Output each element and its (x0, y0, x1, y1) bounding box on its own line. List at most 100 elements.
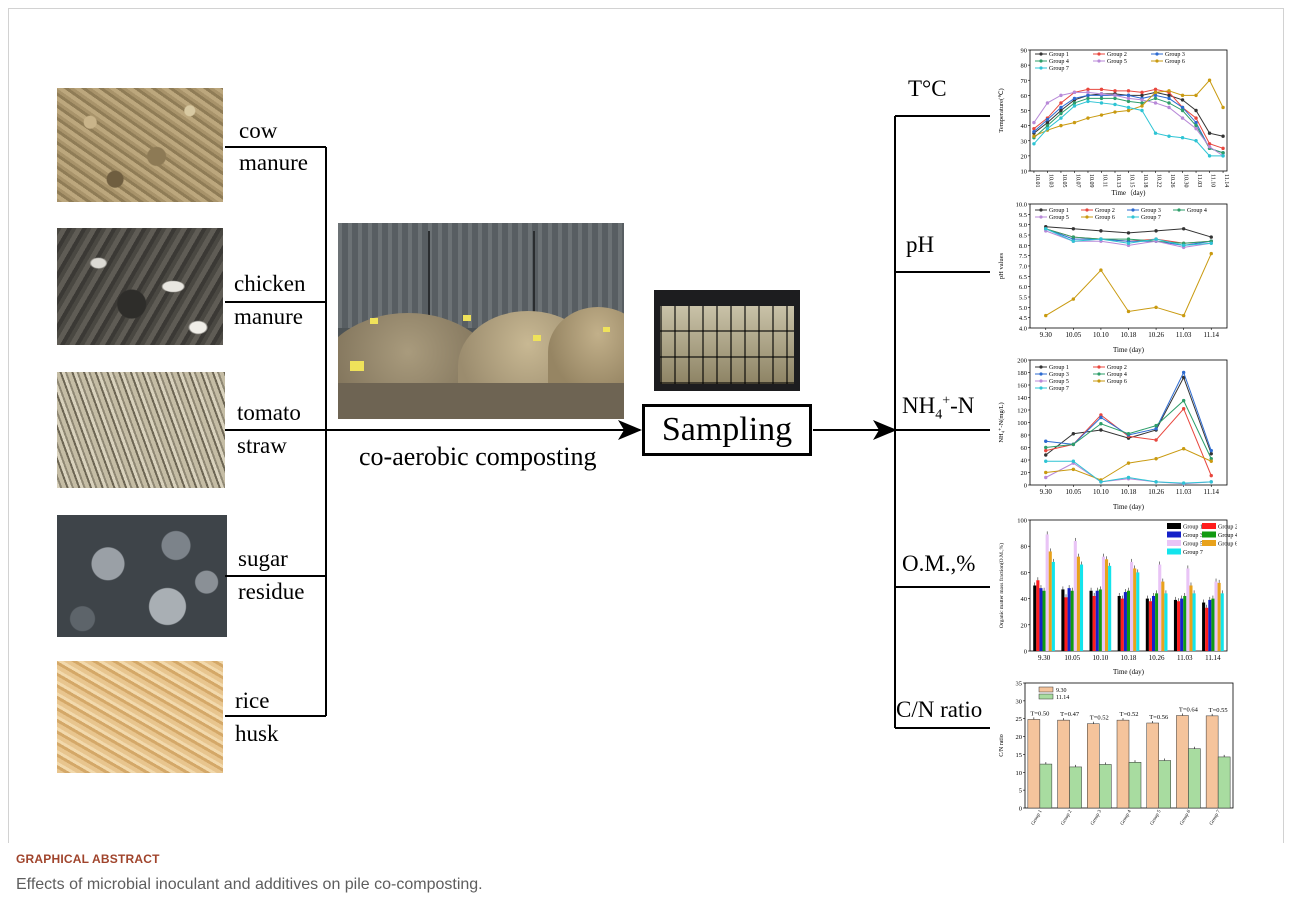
x-tick-label: 10.13 (1115, 174, 1121, 188)
data-point (1126, 93, 1131, 98)
y-tick-label: 10 (1021, 169, 1028, 176)
data-point (1194, 116, 1198, 120)
param-organic-matter: O.M.,% (902, 551, 976, 576)
x-tick-label: 11.03 (1177, 654, 1193, 662)
legend-swatch (1202, 523, 1216, 529)
data-point (1086, 99, 1090, 104)
y-tick-label: 80 (1021, 544, 1028, 551)
y-tick-label: 0 (1024, 483, 1027, 490)
bar (1146, 722, 1159, 809)
legend-swatch (1167, 540, 1181, 546)
legend-label: 9.30 (1056, 688, 1067, 694)
material-label-tomato: tomato (237, 400, 301, 425)
data-point (1180, 108, 1185, 113)
x-tick-label: 10.01 (1034, 174, 1040, 188)
data-point (1194, 123, 1198, 128)
data-point (1194, 93, 1198, 98)
bar (1073, 540, 1077, 651)
data-point (1209, 452, 1213, 456)
legend-label: Group 7 (1049, 66, 1069, 72)
y-axis-label: NH₄⁺-N(mg/L) (998, 402, 1005, 442)
x-tick-label: 10.18 (1121, 331, 1137, 339)
data-point (1059, 123, 1063, 128)
y-tick-label: 4.5 (1019, 315, 1027, 322)
y-axis-label: Temperature(℃) (998, 88, 1005, 132)
bar (1105, 559, 1109, 651)
material-label-rice: rice (235, 688, 270, 713)
legend-swatch (1202, 531, 1216, 538)
data-point (1032, 142, 1036, 146)
legend-marker (1039, 372, 1043, 376)
data-point (1126, 309, 1131, 314)
data-point (1071, 297, 1076, 301)
data-point (1153, 131, 1158, 135)
x-tick-label: 10.10 (1092, 654, 1108, 662)
x-tick-label: Group 4 (1120, 809, 1133, 826)
y-tick-label: 60 (1021, 445, 1028, 452)
y-tick-label: 140 (1017, 395, 1027, 402)
x-tick-label: 10.11 (1101, 174, 1107, 187)
bar (1039, 763, 1053, 809)
bar (1120, 598, 1124, 651)
data-point (1126, 241, 1131, 245)
data-point (1126, 96, 1131, 101)
data-point (1140, 98, 1144, 102)
x-tick-label: 10.18 (1121, 654, 1137, 662)
data-point (1071, 239, 1076, 243)
x-tick-label: 9.30 (1038, 654, 1051, 662)
legend-marker (1097, 372, 1101, 376)
data-point (1045, 117, 1050, 122)
x-tick-label: 10.15 (1129, 174, 1135, 188)
legend-label: Group 3 (1141, 208, 1161, 214)
legend-swatch (1202, 540, 1216, 546)
data-point (1154, 438, 1158, 442)
y-tick-label: 20 (1016, 734, 1023, 741)
legend-marker (1039, 66, 1043, 70)
data-point (1099, 101, 1104, 105)
data-point (1032, 126, 1036, 131)
data-point (1044, 445, 1048, 450)
data-point (1153, 101, 1158, 105)
bar (1101, 556, 1106, 651)
bar (1098, 589, 1102, 651)
data-point (1099, 237, 1103, 241)
legend-label: Group 2 (1218, 525, 1237, 531)
data-point (1059, 116, 1063, 120)
legend-marker (1097, 365, 1101, 369)
data-point (1099, 92, 1104, 96)
data-point (1154, 427, 1158, 431)
legend-label: Group 7 (1183, 550, 1203, 556)
data-point (1071, 235, 1076, 239)
data-point (1044, 448, 1048, 453)
y-tick-label: 20 (1021, 470, 1028, 477)
data-point (1044, 475, 1048, 480)
legend-marker (1085, 208, 1089, 212)
legend-marker (1039, 59, 1043, 63)
data-point (1126, 231, 1131, 235)
param-cn-ratio: C/N ratio (896, 697, 983, 722)
param-nh4n-main: NH (902, 393, 936, 418)
data-point (1099, 413, 1103, 417)
data-point (1153, 87, 1158, 92)
x-tick-label: 10.05 (1064, 654, 1080, 662)
bar (1177, 601, 1181, 651)
y-tick-label: 40 (1021, 123, 1028, 130)
x-axis-label: Time（day) (1112, 189, 1147, 197)
x-tick-label: 10.10 (1093, 488, 1109, 496)
data-point (1181, 407, 1186, 411)
bar (1176, 715, 1189, 809)
y-tick-label: 200 (1017, 358, 1027, 365)
data-point (1059, 108, 1063, 113)
data-point (1099, 268, 1103, 272)
data-point (1207, 131, 1212, 135)
y-tick-label: 100 (1017, 420, 1027, 427)
y-tick-label: 4.0 (1019, 326, 1027, 333)
bar (1189, 585, 1193, 651)
x-tick-label: 10.10 (1093, 331, 1109, 339)
data-point (1209, 459, 1213, 463)
cow-manure-photo (57, 88, 223, 202)
data-point (1181, 481, 1186, 485)
